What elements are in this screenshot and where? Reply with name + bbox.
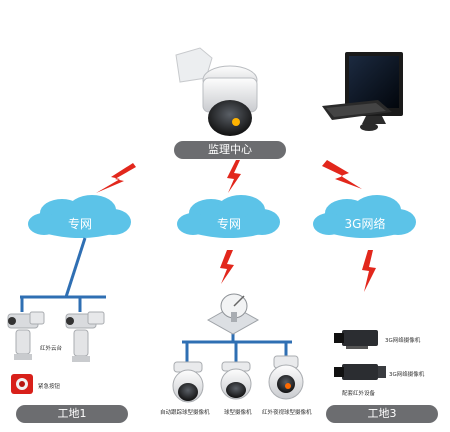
lightning-icon	[96, 163, 136, 193]
infrared-dome-caption: 红外夜视球型摄像机	[262, 410, 312, 416]
site-1-label: 工地1	[16, 405, 128, 423]
wireless-links	[96, 160, 376, 292]
emergency-button	[11, 374, 33, 394]
dome-camera	[220, 361, 252, 400]
satellite-dish	[206, 293, 260, 335]
infrared-dome-camera	[268, 355, 304, 400]
3g-network-camera-1	[334, 330, 378, 349]
auto-tracking-dome-caption: 自动跟踪球型摄像机	[160, 410, 210, 416]
cloud-3g-network-label: 3G网络	[344, 217, 386, 231]
3g-camera-1-caption: 3G网络摄像机	[385, 338, 421, 344]
site-3-label: 工地3	[326, 405, 438, 423]
ptz-camera-caption: 红外云台	[40, 346, 63, 352]
dome-camera-caption: 球型摄像机	[224, 410, 252, 416]
center-dome-camera	[175, 47, 258, 136]
3g-network-camera-2	[334, 364, 386, 380]
cloud-private-net-2-label: 专网	[216, 217, 241, 231]
monitoring-center-label: 监理中心	[174, 141, 286, 159]
workstation-computer	[322, 52, 403, 131]
lightning-icon	[220, 250, 234, 284]
ptz-camera-1	[7, 311, 45, 360]
cloud-private-net-2	[177, 195, 280, 238]
lightning-icon	[362, 250, 376, 292]
auto-tracking-dome-camera	[172, 361, 204, 403]
cloud-private-net-1	[28, 195, 131, 238]
cloud-private-net-1-label: 专网	[67, 217, 92, 231]
3g-camera-2-caption: 3G网络摄像机	[389, 372, 425, 378]
ir-light-caption: 配套红外设备	[342, 391, 376, 397]
lightning-icon	[322, 160, 362, 189]
emergency-button-caption: 紧急按钮	[38, 384, 61, 390]
cloud-3g-network	[313, 195, 416, 238]
lightning-icon	[227, 160, 241, 193]
ptz-camera-2	[65, 311, 105, 362]
wiring	[20, 237, 292, 362]
